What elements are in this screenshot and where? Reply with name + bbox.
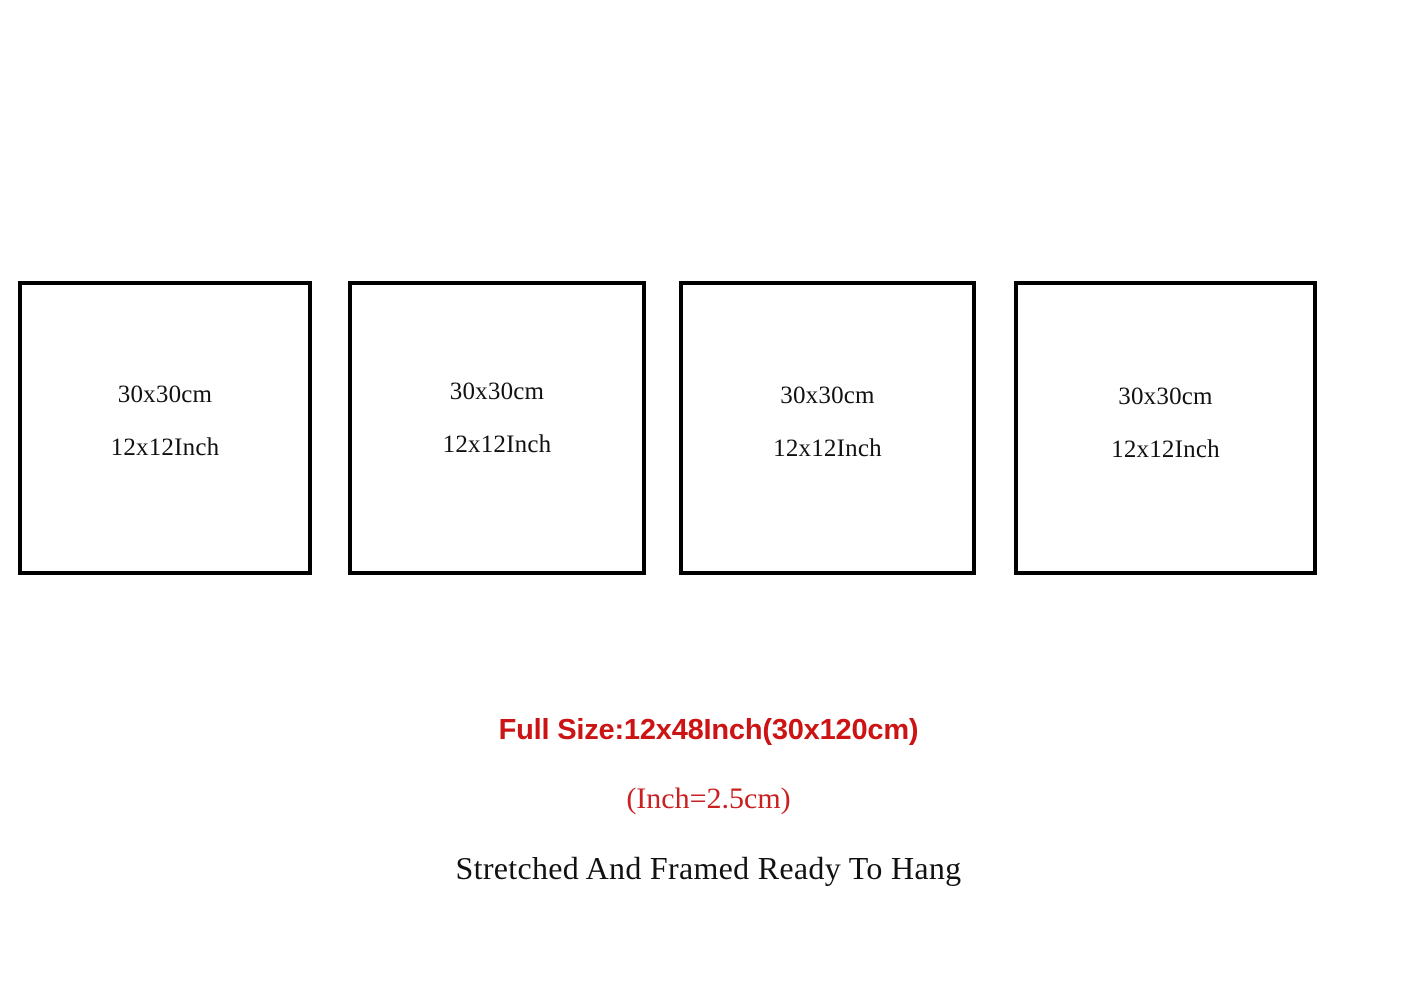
inch-conversion-caption: (Inch=2.5cm) <box>626 782 791 815</box>
canvas-panel-2: 30x30cm 12x12Inch <box>348 281 646 575</box>
panel-1-metric-label: 30x30cm <box>117 381 213 408</box>
panel-4-imperial-label: 12x12Inch <box>1111 436 1220 463</box>
panel-1-imperial-label: 12x12Inch <box>110 434 220 461</box>
canvas-panel-4: 30x30cm 12x12Inch <box>1014 281 1317 575</box>
panel-1-labels: 30x30cm 12x12Inch <box>22 382 308 460</box>
canvas-panel-3: 30x30cm 12x12Inch <box>679 281 976 575</box>
panel-row: 30x30cm 12x12Inch 30x30cm 12x12Inch 30x3… <box>0 281 1417 577</box>
panel-4-metric-label: 30x30cm <box>1118 383 1213 410</box>
panel-3-labels: 30x30cm 12x12Inch <box>683 383 972 461</box>
canvas-panel-1: 30x30cm 12x12Inch <box>18 281 312 575</box>
full-size-caption: Full Size:12x48Inch(30x120cm) <box>498 714 919 746</box>
panel-2-metric-label: 30x30cm <box>449 378 545 405</box>
panel-3-imperial-label: 12x12Inch <box>773 435 882 462</box>
ready-to-hang-caption: Stretched And Framed Ready To Hang <box>455 850 962 886</box>
panel-2-imperial-label: 12x12Inch <box>442 431 552 458</box>
panel-3-metric-label: 30x30cm <box>780 382 875 409</box>
panel-2-labels: 30x30cm 12x12Inch <box>352 379 642 457</box>
panel-4-labels: 30x30cm 12x12Inch <box>1018 384 1313 462</box>
